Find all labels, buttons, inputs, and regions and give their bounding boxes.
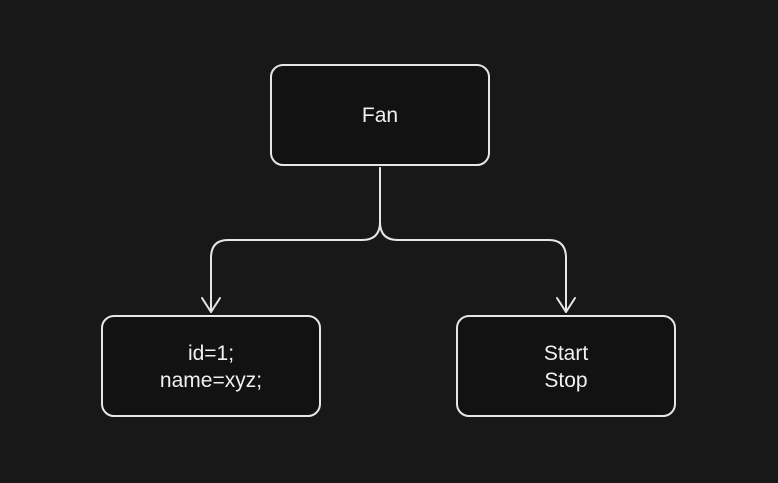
connector-fan-to-properties xyxy=(210,167,381,313)
node-fan-box xyxy=(270,64,490,166)
node-properties: id=1; name=xyz; xyxy=(101,315,321,417)
node-methods-line-2: Stop xyxy=(544,369,587,392)
connector-fan-to-methods xyxy=(379,167,567,313)
node-properties-line-2: name=xyz; xyxy=(160,369,262,392)
node-fan: Fan xyxy=(270,64,490,166)
node-properties-line-1: id=1; xyxy=(188,342,234,365)
arrowhead-properties-icon xyxy=(201,297,221,313)
node-methods-box xyxy=(456,315,676,417)
node-fan-label: Fan xyxy=(362,104,398,127)
arrowhead-methods-icon xyxy=(556,297,576,313)
node-methods-line-1: Start xyxy=(544,342,589,365)
node-properties-box xyxy=(101,315,321,417)
node-methods: Start Stop xyxy=(456,315,676,417)
